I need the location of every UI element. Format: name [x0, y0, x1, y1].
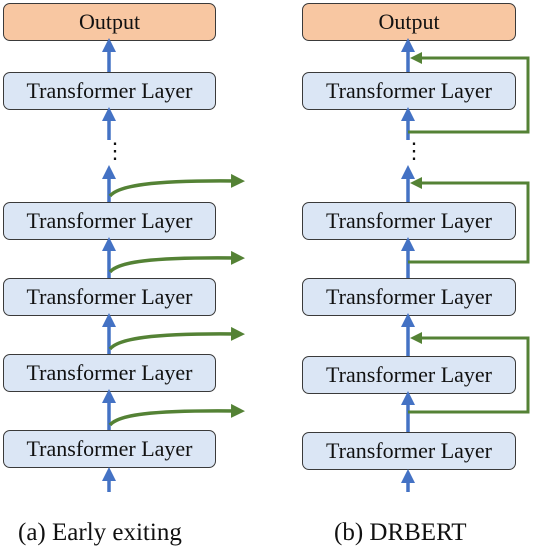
left-layer-4: Transformer Layer — [3, 202, 216, 240]
right-loop-arrow-upper — [408, 177, 530, 264]
left-layer-1: Transformer Layer — [3, 430, 216, 468]
left-layer-3: Transformer Layer — [3, 278, 216, 316]
left-exit-arrow-3 — [108, 250, 245, 274]
left-exit-arrow-1 — [108, 403, 245, 427]
right-caption: (b) DRBERT — [334, 519, 467, 546]
right-loop-arrow-top — [408, 52, 530, 134]
left-caption: (a) Early exiting — [18, 519, 182, 546]
left-exit-arrow-2 — [108, 326, 245, 351]
right-layer-top: Transformer Layer — [302, 72, 516, 110]
left-exit-arrow-4 — [108, 173, 245, 198]
right-loop-arrow-lower — [408, 332, 530, 414]
right-layer-3: Transformer Layer — [302, 278, 516, 316]
right-output-box: Output — [302, 3, 516, 41]
left-output-box: Output — [3, 3, 216, 41]
left-exit-arrows — [108, 173, 245, 427]
left-layer-2: Transformer Layer — [3, 354, 216, 392]
right-layer-4: Transformer Layer — [302, 202, 516, 240]
right-layer-1: Transformer Layer — [302, 432, 516, 470]
right-loop-arrows — [408, 52, 530, 414]
